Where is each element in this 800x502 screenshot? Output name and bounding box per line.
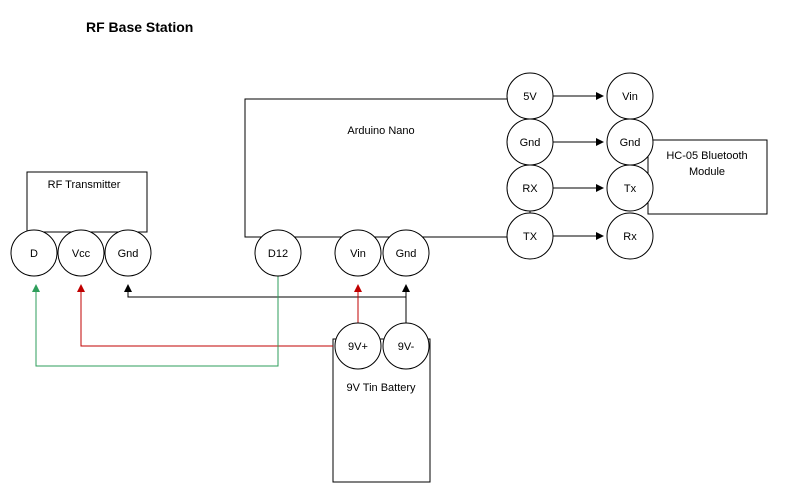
pin-rf-gnd [104, 229, 152, 277]
pin-rf-d-label: D [30, 248, 38, 260]
arduino-nano-box [244, 98, 531, 238]
hc05-label-line1: HC-05 Bluetooth [666, 150, 747, 162]
pin-nano-vin-label: Vin [350, 248, 366, 260]
pin-bt-tx [606, 164, 654, 212]
pin-nano-vin [334, 229, 382, 277]
pin-bt-gnd-label: Gnd [620, 137, 641, 149]
pin-nano-gnd-right-label: Gnd [520, 137, 541, 149]
pin-battery-negative [382, 322, 430, 370]
pin-bt-tx-label: Tx [624, 183, 637, 195]
pin-battery-positive [334, 322, 382, 370]
pin-rf-vcc [57, 229, 105, 277]
pin-nano-tx-label: TX [523, 231, 538, 243]
battery-label: 9V Tin Battery [346, 382, 416, 394]
wire-ground-to-rf [124, 284, 406, 298]
diagram-title: RF Base Station [86, 19, 194, 35]
pin-rf-gnd-label: Gnd [118, 248, 139, 260]
pin-nano-gnd-bottom-label: Gnd [396, 248, 417, 260]
hc05-label-line2: Module [689, 166, 725, 178]
pin-bt-vin-label: Vin [622, 91, 638, 103]
pin-battery-positive-label: 9V+ [348, 341, 368, 353]
wire-power-to-rf-vcc [77, 284, 333, 347]
rf-transmitter-label: RF Transmitter [48, 179, 121, 191]
pin-bt-rx-label: Rx [623, 231, 637, 243]
pin-nano-d12 [254, 229, 302, 277]
pin-nano-rx [506, 164, 554, 212]
pin-nano-rx-label: RX [522, 183, 538, 195]
pin-bt-rx [606, 212, 654, 260]
pin-nano-d12-label: D12 [268, 248, 288, 260]
pin-nano-gnd-bottom [382, 229, 430, 277]
wire-signal-d12-to-rf-d [32, 276, 279, 367]
pin-nano-tx [506, 212, 554, 260]
pin-rf-vcc-label: Vcc [72, 248, 91, 260]
pin-rf-d [10, 229, 58, 277]
pin-battery-negative-label: 9V- [398, 341, 415, 353]
pin-nano-5v-label: 5V [523, 91, 537, 103]
arduino-nano-label: Arduino Nano [347, 125, 414, 137]
battery-box [332, 338, 431, 483]
